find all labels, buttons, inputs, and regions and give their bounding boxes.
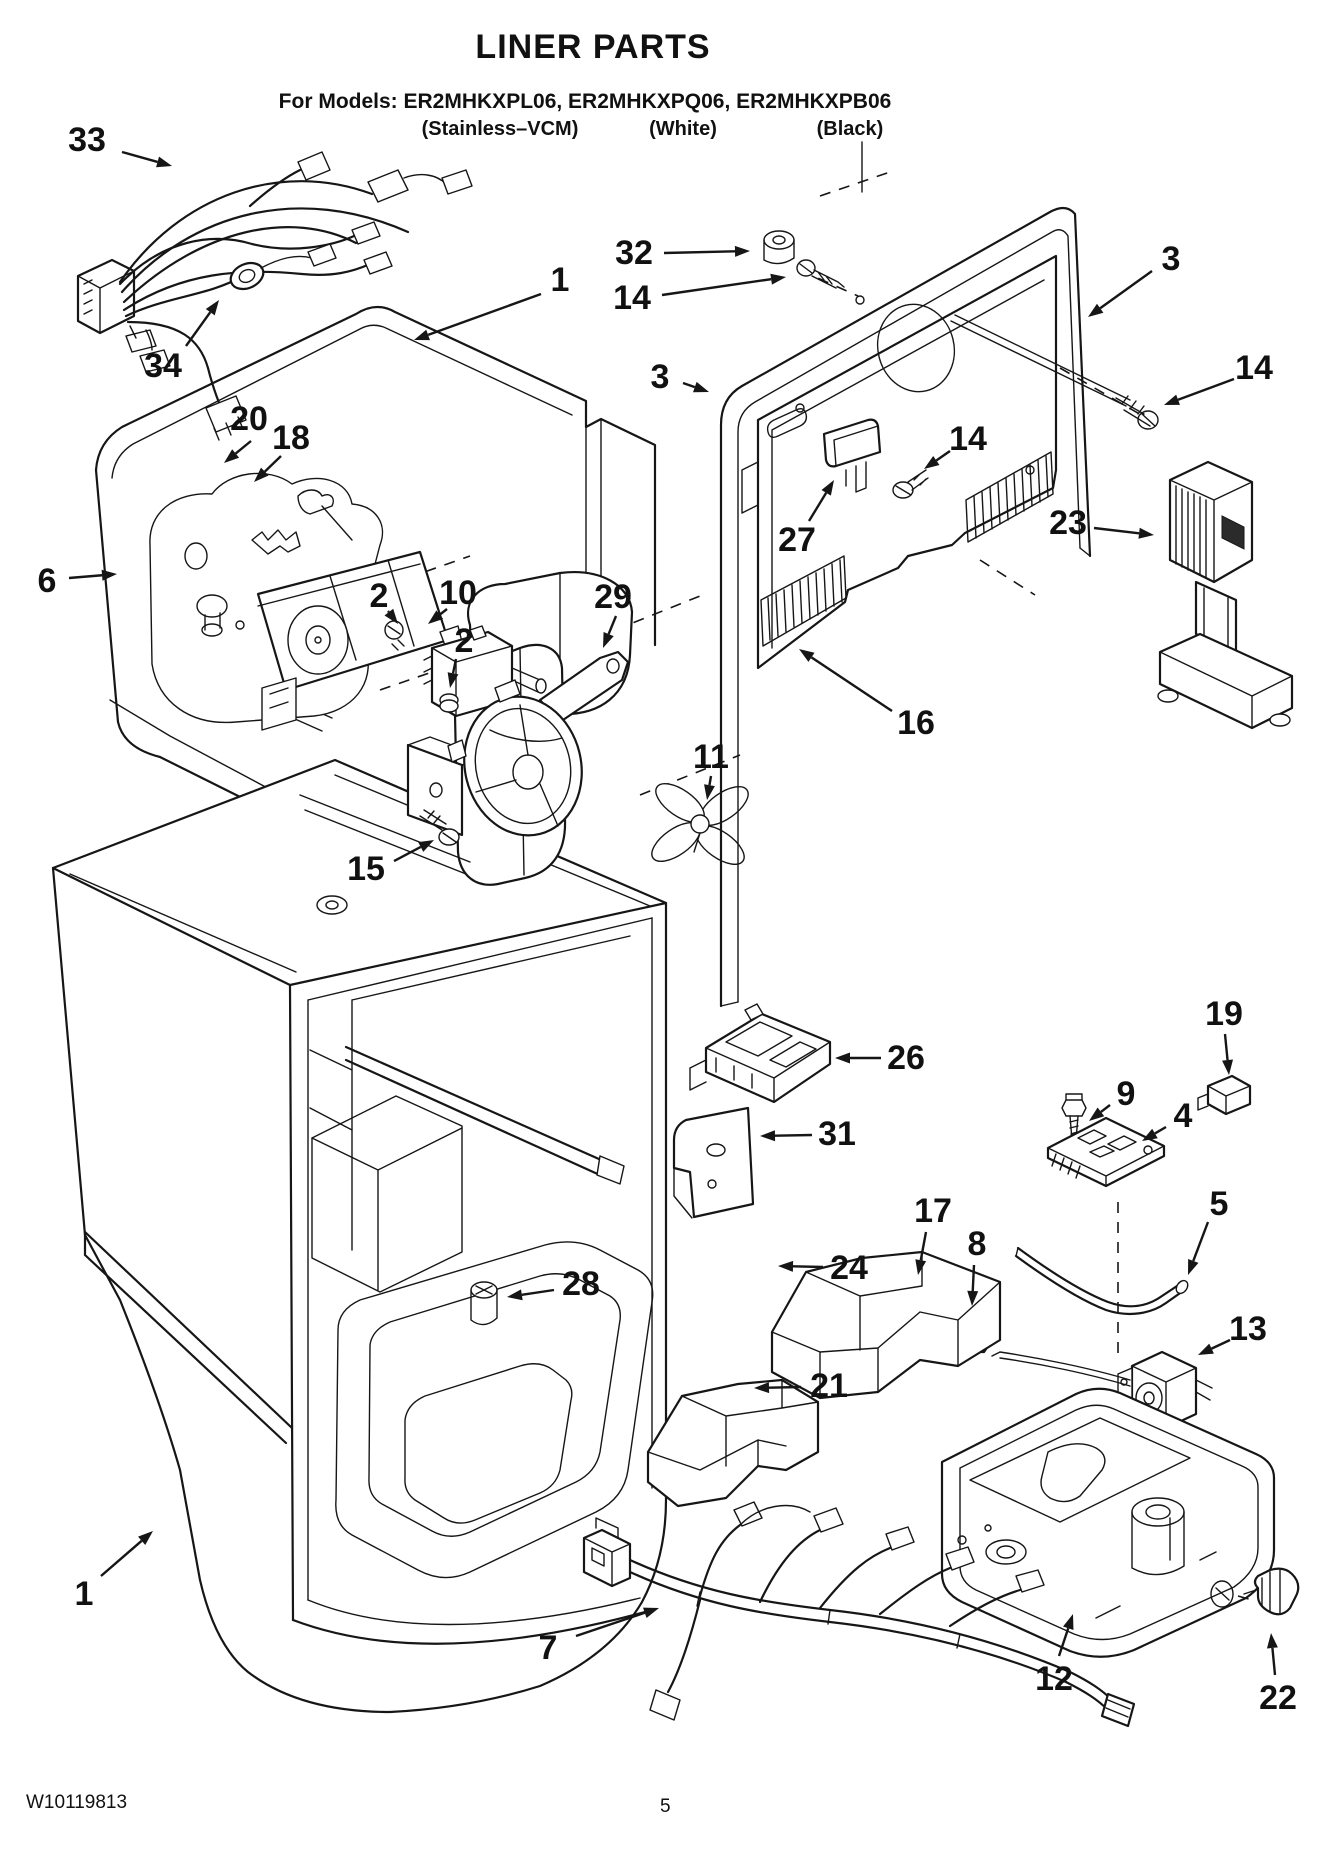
clip-19 <box>1197 1074 1252 1116</box>
page-title: LINER PARTS <box>475 28 711 66</box>
callout-23: 23 <box>1049 504 1087 542</box>
callout-8: 8 <box>968 1225 987 1263</box>
fan-shroud-29 <box>299 650 630 875</box>
wire-harness-33 <box>76 151 473 441</box>
callout-31: 31 <box>818 1115 856 1153</box>
callout-27: 27 <box>778 521 816 559</box>
callout-2: 2 <box>455 622 474 660</box>
finish-white: (White) <box>649 118 717 140</box>
screw-2a <box>384 620 405 651</box>
callout-4: 4 <box>1174 1097 1193 1135</box>
callout-26: 26 <box>887 1039 925 1077</box>
callout-19: 19 <box>1205 995 1243 1033</box>
callout-17: 17 <box>914 1192 952 1230</box>
wire-harness-7 <box>582 1501 1136 1728</box>
screw-14b <box>1115 395 1159 430</box>
callout-7: 7 <box>539 1629 558 1667</box>
nut-2b <box>439 693 459 713</box>
callout-9: 9 <box>1117 1075 1136 1113</box>
callout-22: 22 <box>1259 1679 1297 1717</box>
callout-10: 10 <box>439 574 477 612</box>
callout-29: 29 <box>594 578 632 616</box>
callout-18: 18 <box>272 419 310 457</box>
callout-32: 32 <box>615 234 653 272</box>
drain-tube-5 <box>1014 1246 1189 1316</box>
callout-3: 3 <box>1162 240 1181 278</box>
duct-clip-27 <box>822 418 882 493</box>
damper-control-23 <box>1157 460 1294 730</box>
callout-1: 1 <box>75 1575 94 1613</box>
lower-liner-cabinet <box>51 758 668 1714</box>
page-number: 5 <box>660 1796 671 1817</box>
screw-9 <box>1061 1093 1087 1141</box>
gasket-frame-3 <box>719 206 1092 1008</box>
document-number: W10119813 <box>26 1792 128 1813</box>
light-shield-26 <box>689 1003 832 1104</box>
callout-34: 34 <box>144 347 182 385</box>
screw-15 <box>419 809 460 846</box>
callout-15: 15 <box>347 850 385 888</box>
callout-16: 16 <box>897 704 935 742</box>
grommet-32 <box>763 230 795 265</box>
callout-5: 5 <box>1210 1185 1229 1223</box>
callout-14: 14 <box>1235 349 1273 387</box>
evaporator-panel-16 <box>741 254 1151 670</box>
defrost-timer-knob-6 <box>196 594 228 637</box>
callout-1: 1 <box>551 261 570 299</box>
freezer-interior-parts <box>149 472 749 886</box>
callout-3: 3 <box>651 358 670 396</box>
screw-14c <box>892 469 929 499</box>
callout-13: 13 <box>1229 1310 1267 1348</box>
callout-20: 20 <box>230 400 268 438</box>
callout-24: 24 <box>830 1249 868 1287</box>
callout-11: 11 <box>693 738 729 776</box>
cap-28 <box>470 1281 498 1326</box>
callout-21: 21 <box>810 1367 848 1405</box>
screw-14a <box>796 259 845 289</box>
drain-pan-12 <box>940 1387 1276 1658</box>
callout-33: 33 <box>68 121 106 159</box>
back-panel-group <box>719 206 1294 1008</box>
callout-12: 12 <box>1035 1660 1073 1698</box>
finish-black: (Black) <box>816 118 884 140</box>
foam-cover-21 <box>646 1378 820 1508</box>
callout-6: 6 <box>38 562 57 600</box>
callout-28: 28 <box>562 1265 600 1303</box>
models-line: For Models: ER2MHKXPL06, ER2MHKXPQ06, ER… <box>278 90 892 113</box>
drain-knob-22 <box>1243 1567 1300 1616</box>
foam-cover-24 <box>770 1250 1002 1400</box>
callout-14: 14 <box>949 420 987 458</box>
control-board-4 <box>1046 1116 1166 1356</box>
callout-14: 14 <box>613 279 651 317</box>
callout-2: 2 <box>370 577 389 615</box>
finish-stainless: (Stainless–VCM) <box>421 118 579 140</box>
shield-plate-31 <box>672 1106 755 1219</box>
control-bracket-18 <box>256 489 463 731</box>
